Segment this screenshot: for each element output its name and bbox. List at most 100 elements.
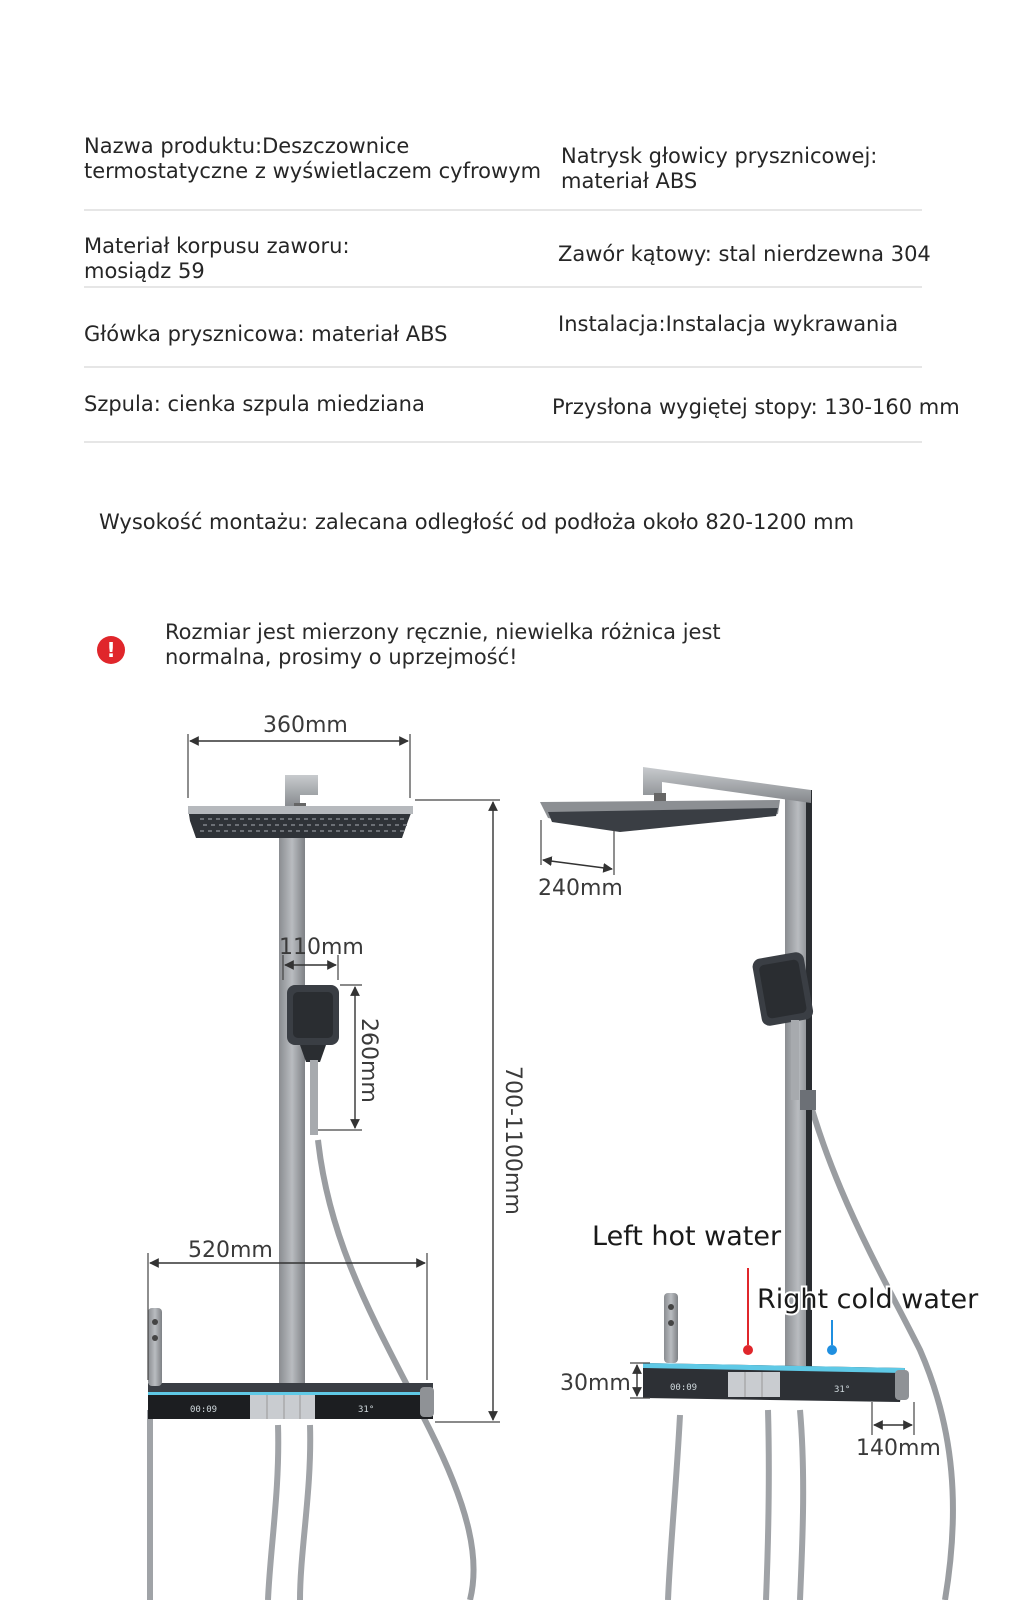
- dim-total-height: 700-1100mm: [500, 1066, 525, 1215]
- nozzle: [371, 824, 375, 826]
- nozzle: [216, 818, 220, 820]
- dim-inlet-offset: 140mm: [856, 1436, 941, 1461]
- nozzle: [323, 824, 327, 826]
- left-display-readout: 00:09: [670, 1383, 697, 1393]
- nozzle: [344, 818, 348, 820]
- nozzle: [312, 830, 316, 832]
- warning-line-2: normalna, prosimy o uprzejmość!: [165, 645, 518, 669]
- nozzle: [328, 818, 332, 820]
- nozzle: [304, 818, 308, 820]
- dim-head-depth: 240mm: [538, 876, 623, 901]
- nozzle: [208, 830, 212, 832]
- nozzle: [336, 818, 340, 820]
- nozzle: [232, 818, 236, 820]
- nozzle: [336, 830, 340, 832]
- nozzle: [352, 830, 356, 832]
- spec-installation: Instalacja:Instalacja wykrawania: [558, 312, 899, 336]
- nozzle: [251, 824, 255, 826]
- nozzle: [363, 824, 367, 826]
- spec-angle-valve: Zawór kątowy: stal nierdzewna 304: [558, 242, 931, 266]
- nozzle: [208, 818, 212, 820]
- nozzle: [400, 830, 404, 832]
- nozzle: [384, 830, 388, 832]
- nozzle: [352, 818, 356, 820]
- nozzle: [203, 824, 207, 826]
- nozzle: [304, 830, 308, 832]
- nozzle: [248, 818, 252, 820]
- side-view: 00:09 31° Left hot water Right cold wate…: [538, 767, 981, 1600]
- nozzle: [355, 824, 359, 826]
- nozzle: [291, 824, 295, 826]
- nozzle: [395, 824, 399, 826]
- nozzle: [384, 818, 388, 820]
- nozzle: [360, 818, 364, 820]
- nozzle: [288, 830, 292, 832]
- nozzle: [248, 830, 252, 832]
- nozzle: [280, 830, 284, 832]
- hose: [315, 1139, 477, 1600]
- nozzle: [280, 818, 284, 820]
- nozzle: [264, 830, 268, 832]
- nozzle: [232, 830, 236, 832]
- nozzle: [224, 818, 228, 820]
- hot-water-marker: [743, 1345, 753, 1355]
- nozzle: [307, 824, 311, 826]
- tub-spout: [664, 1293, 678, 1363]
- callout-hot-water: Left hot water: [592, 1221, 782, 1252]
- nozzle: [219, 824, 223, 826]
- nozzle: [264, 818, 268, 820]
- nozzle: [296, 818, 300, 820]
- spec-shower-head: Główka prysznicowa: materiał ABS: [84, 322, 448, 346]
- left-display-readout: 00:09: [190, 1405, 217, 1415]
- nozzle: [288, 818, 292, 820]
- nozzle: [392, 830, 396, 832]
- nozzle: [344, 830, 348, 832]
- spec-offset: Przysłona wygiętej stopy: 130-160 mm: [552, 395, 960, 419]
- divider: [84, 366, 922, 368]
- dim-head-width: 360mm: [263, 713, 348, 738]
- cold-water-marker: [827, 1345, 837, 1355]
- nozzle: [368, 818, 372, 820]
- nozzle: [272, 830, 276, 832]
- nozzle: [200, 830, 204, 832]
- nozzle: [392, 818, 396, 820]
- nozzle: [240, 830, 244, 832]
- spec-mount-height: Wysokość montażu: zalecana odległość od …: [99, 510, 855, 534]
- nozzle: [320, 830, 324, 832]
- right-display-readout: 31°: [834, 1385, 850, 1395]
- front-view: 00:09 31° 360mm 110mm 260mm 700-1100mm 5…: [147, 713, 525, 1600]
- nozzle: [379, 824, 383, 826]
- nozzle: [368, 830, 372, 832]
- divider: [84, 441, 922, 443]
- nozzle: [339, 824, 343, 826]
- nozzle: [216, 830, 220, 832]
- dim-handheld-width: 110mm: [279, 935, 364, 960]
- nozzle: [200, 818, 204, 820]
- nozzle: [227, 824, 231, 826]
- nozzle: [312, 818, 316, 820]
- nozzle: [272, 818, 276, 820]
- nozzle: [256, 830, 260, 832]
- nozzle: [259, 824, 263, 826]
- nozzle: [211, 824, 215, 826]
- dim-shelf-height: 30mm: [560, 1371, 631, 1396]
- warning-line-1: Rozmiar jest mierzony ręcznie, niewielka…: [165, 620, 721, 644]
- nozzle: [400, 818, 404, 820]
- shower-dimension-diagram: 00:09 31° 360mm 110mm 260mm 700-1100mm 5…: [147, 713, 981, 1600]
- rain-shower-head: [188, 808, 413, 838]
- nozzle: [387, 824, 391, 826]
- nozzle: [376, 818, 380, 820]
- riser-pipe: [279, 835, 305, 1395]
- tub-spout: [148, 1308, 162, 1386]
- dim-handheld-height: 260mm: [356, 1018, 381, 1103]
- right-display-readout: 31°: [358, 1405, 374, 1415]
- nozzle: [320, 818, 324, 820]
- nozzle: [299, 824, 303, 826]
- nozzle: [403, 824, 407, 826]
- nozzle: [240, 818, 244, 820]
- divider: [84, 209, 922, 211]
- nozzle: [267, 824, 271, 826]
- nozzle: [275, 824, 279, 826]
- spec-head-spray: Natrysk głowicy prysznicowej: materiał A…: [561, 144, 878, 193]
- nozzle: [256, 818, 260, 820]
